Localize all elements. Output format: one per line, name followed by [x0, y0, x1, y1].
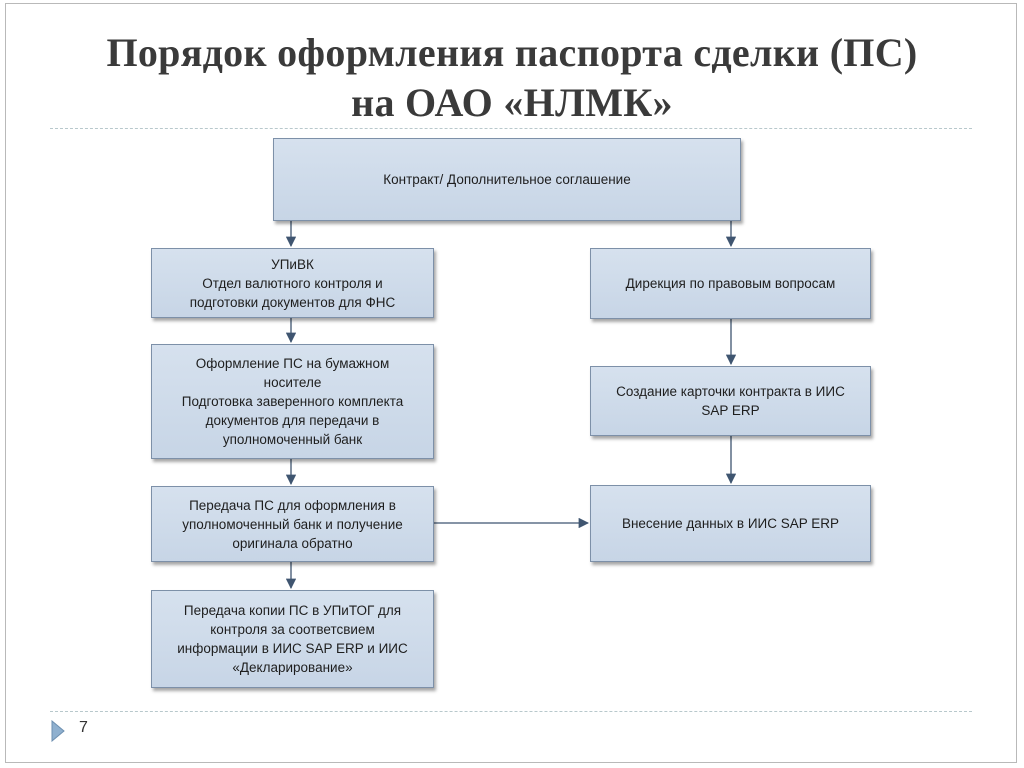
box-data-entry-line: Внесение данных в ИИС SAP ERP [621, 516, 840, 531]
box-paper-ps-line: уполномоченный банк [222, 432, 363, 447]
box-upivk-line: Отдел валютного контроля и [202, 275, 383, 291]
box-bank-transfer-line: уполномоченный банк и получение [182, 516, 403, 532]
page-number: 7 [79, 719, 88, 736]
box-paper-ps: Оформление ПС на бумажном носителе Подго… [151, 344, 434, 459]
box-upivk-line: УПиВК [271, 256, 314, 272]
box-paper-ps-line: документов для передачи в [205, 413, 380, 428]
box-data-entry: Внесение данных в ИИС SAP ERP [590, 485, 871, 562]
box-legal-directorate-line: Дирекция по правовым вопросам [625, 276, 836, 291]
slide-title-line-2: на ОАО «НЛМК» [351, 80, 673, 125]
box-upitog-copy-line: Передача копии ПС в УПиТОГ для [183, 603, 402, 618]
box-paper-ps-line: Оформление ПС на бумажном [195, 356, 390, 371]
box-bank-transfer: Передача ПС для оформления в уполномочен… [151, 486, 434, 562]
box-upitog-copy-line: «Декларирование» [232, 660, 353, 675]
box-paper-ps-line: носителе [263, 375, 322, 390]
box-contract: Контракт/ Дополнительное соглашение [273, 138, 741, 221]
slide-frame [5, 3, 1017, 763]
box-upitog-copy-line: информации в ИИС SAP ERP и ИИС [177, 641, 408, 656]
box-upitog-copy: Передача копии ПС в УПиТОГ для контроля … [151, 590, 434, 688]
box-paper-ps-line: Подготовка заверенного комплекта [181, 394, 404, 409]
box-contract-card-line: SAP ERP [701, 403, 760, 418]
box-upivk: УПиВК Отдел валютного контроля и подгото… [151, 248, 434, 318]
box-contract-card-line: Создание карточки контракта в ИИС [616, 384, 845, 399]
triangle-nav-icon [51, 720, 65, 742]
top-divider [50, 128, 972, 129]
box-contract-line: Контракт/ Дополнительное соглашение [383, 172, 631, 187]
box-contract-card: Создание карточки контракта в ИИС SAP ER… [590, 366, 871, 436]
box-upivk-line: подготовки документов для ФНС [189, 294, 396, 310]
box-bank-transfer-line: Передача ПС для оформления в [189, 497, 396, 513]
box-legal-directorate: Дирекция по правовым вопросам [590, 248, 871, 319]
slide-title-line-1: Порядок оформления паспорта сделки (ПС) [106, 30, 918, 75]
bottom-divider [50, 711, 972, 712]
box-bank-transfer-line: оригинала обратно [232, 535, 353, 551]
box-upitog-copy-line: контроля за соответсвием [210, 622, 375, 637]
slide-title: Порядок оформления паспорта сделки (ПС) … [0, 28, 1024, 128]
